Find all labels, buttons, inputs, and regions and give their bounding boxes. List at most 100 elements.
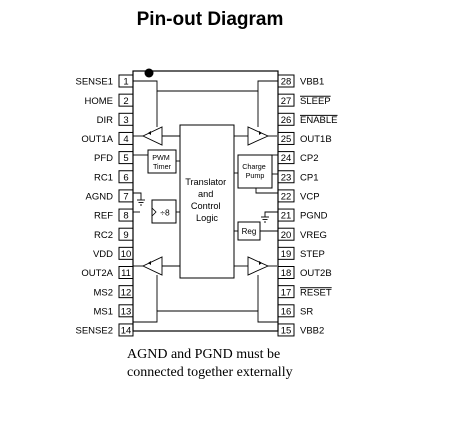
pin-16: 16 SR	[277, 304, 313, 317]
pin-name: VCP	[300, 192, 320, 203]
pin-number: 7	[123, 192, 128, 203]
pin-name: CP2	[300, 153, 318, 164]
pin-7: 7 AGND	[86, 189, 134, 203]
pin-number: 11	[121, 268, 131, 279]
pin-name: OUT1B	[300, 134, 332, 145]
internal-wiring	[133, 80, 278, 323]
pin-26: 26 ENABLE	[277, 112, 338, 126]
pin-name: STEP	[300, 249, 325, 260]
pin-number: 6	[123, 172, 128, 183]
pin-number: 19	[281, 249, 292, 260]
pin-name: SENSE1	[76, 77, 114, 88]
pwm-timer-label: PWM Timer	[152, 153, 172, 171]
regulator-label: Reg	[242, 227, 257, 236]
pin-name: VBB2	[300, 326, 324, 337]
pin-number: 10	[121, 249, 132, 260]
pin-name: DIR	[97, 115, 114, 126]
pin-name: ENABLE	[300, 115, 338, 126]
pin-name: PGND	[300, 211, 328, 222]
pin-2: 2 HOME	[85, 93, 134, 107]
pin-number: 28	[281, 77, 292, 88]
pin-25: 25 OUT1B	[277, 131, 332, 145]
pin-name: RESET	[300, 287, 332, 298]
page-title: Pin-out Diagram	[136, 9, 284, 30]
pin-number: 14	[121, 326, 132, 337]
pin-number: 23	[281, 172, 292, 183]
pin-name: OUT2B	[300, 268, 332, 279]
pin-name: SLEEP	[300, 96, 331, 107]
pin-19: 19 STEP	[277, 246, 325, 260]
pin-number: 4	[123, 134, 128, 145]
pin-name: REF	[94, 211, 113, 222]
pin-number: 27	[281, 96, 292, 107]
pin-name: MS2	[93, 287, 113, 298]
pin-name: RC2	[94, 230, 113, 241]
translator-label: Translator and Control Logic	[185, 177, 229, 223]
pin-9: 9 RC2	[94, 227, 134, 241]
regulator-block	[237, 221, 261, 241]
pin-20: 20 VREG	[277, 227, 327, 241]
pin-23: 23 CP1	[277, 170, 318, 183]
pin-1: 1 SENSE1	[76, 74, 134, 88]
pin-name: MS1	[93, 306, 113, 317]
pin-number: 2	[123, 96, 128, 107]
ic-package-outline	[132, 70, 279, 332]
pin-name: CP1	[300, 172, 318, 183]
pin-name: OUT2A	[81, 268, 113, 279]
pin-number: 15	[281, 326, 292, 337]
pin-5: 5 PFD	[94, 151, 134, 164]
right-pin-column: 28 VBB1 27 SLEEP 26 ENABLE 25 OUT1B 24 CP2 23 CP1 22…	[277, 74, 338, 337]
amp-out2a-triangle	[141, 256, 163, 276]
pin-4: 4 OUT1A	[81, 131, 134, 145]
pin-28: 28 VBB1	[277, 74, 324, 88]
pwm-timer-block	[147, 149, 177, 174]
pin-12: 12 MS2	[93, 285, 134, 298]
pin-name: VBB1	[300, 77, 324, 88]
pin-22: 22 VCP	[277, 189, 320, 203]
pin-number: 9	[123, 230, 128, 241]
pin-number: 16	[281, 306, 292, 317]
pin-name: AGND	[86, 192, 114, 203]
pin-name: HOME	[85, 96, 114, 107]
pin-number: 22	[281, 192, 292, 203]
pin-27: 27 SLEEP	[277, 93, 331, 107]
pin-6: 6 RC1	[94, 170, 134, 183]
footnote: AGND and PGND must be connected together…	[127, 346, 447, 382]
pin-14: 14 SENSE2	[76, 323, 134, 337]
pin-name: VREG	[300, 230, 327, 241]
charge-pump-block	[237, 154, 273, 189]
pin-number: 12	[121, 287, 132, 298]
footnote-line-1: AGND and PGND must be	[127, 347, 281, 362]
pin-name: SR	[300, 306, 313, 317]
pin-number: 26	[281, 115, 292, 126]
amp-out1a-triangle	[141, 126, 163, 146]
pin-number: 25	[281, 134, 292, 145]
pin-11: 11 OUT2A	[81, 266, 134, 279]
pin-number: 1	[123, 77, 128, 88]
footnote-line-2: connected together externally	[127, 365, 293, 380]
pin-number: 8	[123, 211, 128, 222]
pin-17: 17 RESET	[277, 285, 332, 298]
pin-name: PFD	[94, 153, 113, 164]
pin-number: 21	[281, 211, 292, 222]
amp-out2b-triangle	[247, 256, 270, 276]
pin1-indicator-dot	[144, 68, 154, 78]
pin-15: 15 VBB2	[277, 323, 324, 337]
pin-name: OUT1A	[81, 134, 113, 145]
pin-number: 5	[123, 153, 128, 164]
pin-number: 20	[281, 230, 292, 241]
divide-by-8-label: ÷8	[160, 208, 170, 218]
pin-name: RC1	[94, 172, 113, 183]
pin-name: SENSE2	[76, 326, 114, 337]
translator-control-logic-block	[179, 124, 235, 279]
pin-number: 17	[281, 287, 292, 298]
pin-8: 8 REF	[94, 208, 134, 222]
pin-number: 24	[281, 153, 292, 164]
pin-21: 21 PGND	[277, 208, 328, 222]
